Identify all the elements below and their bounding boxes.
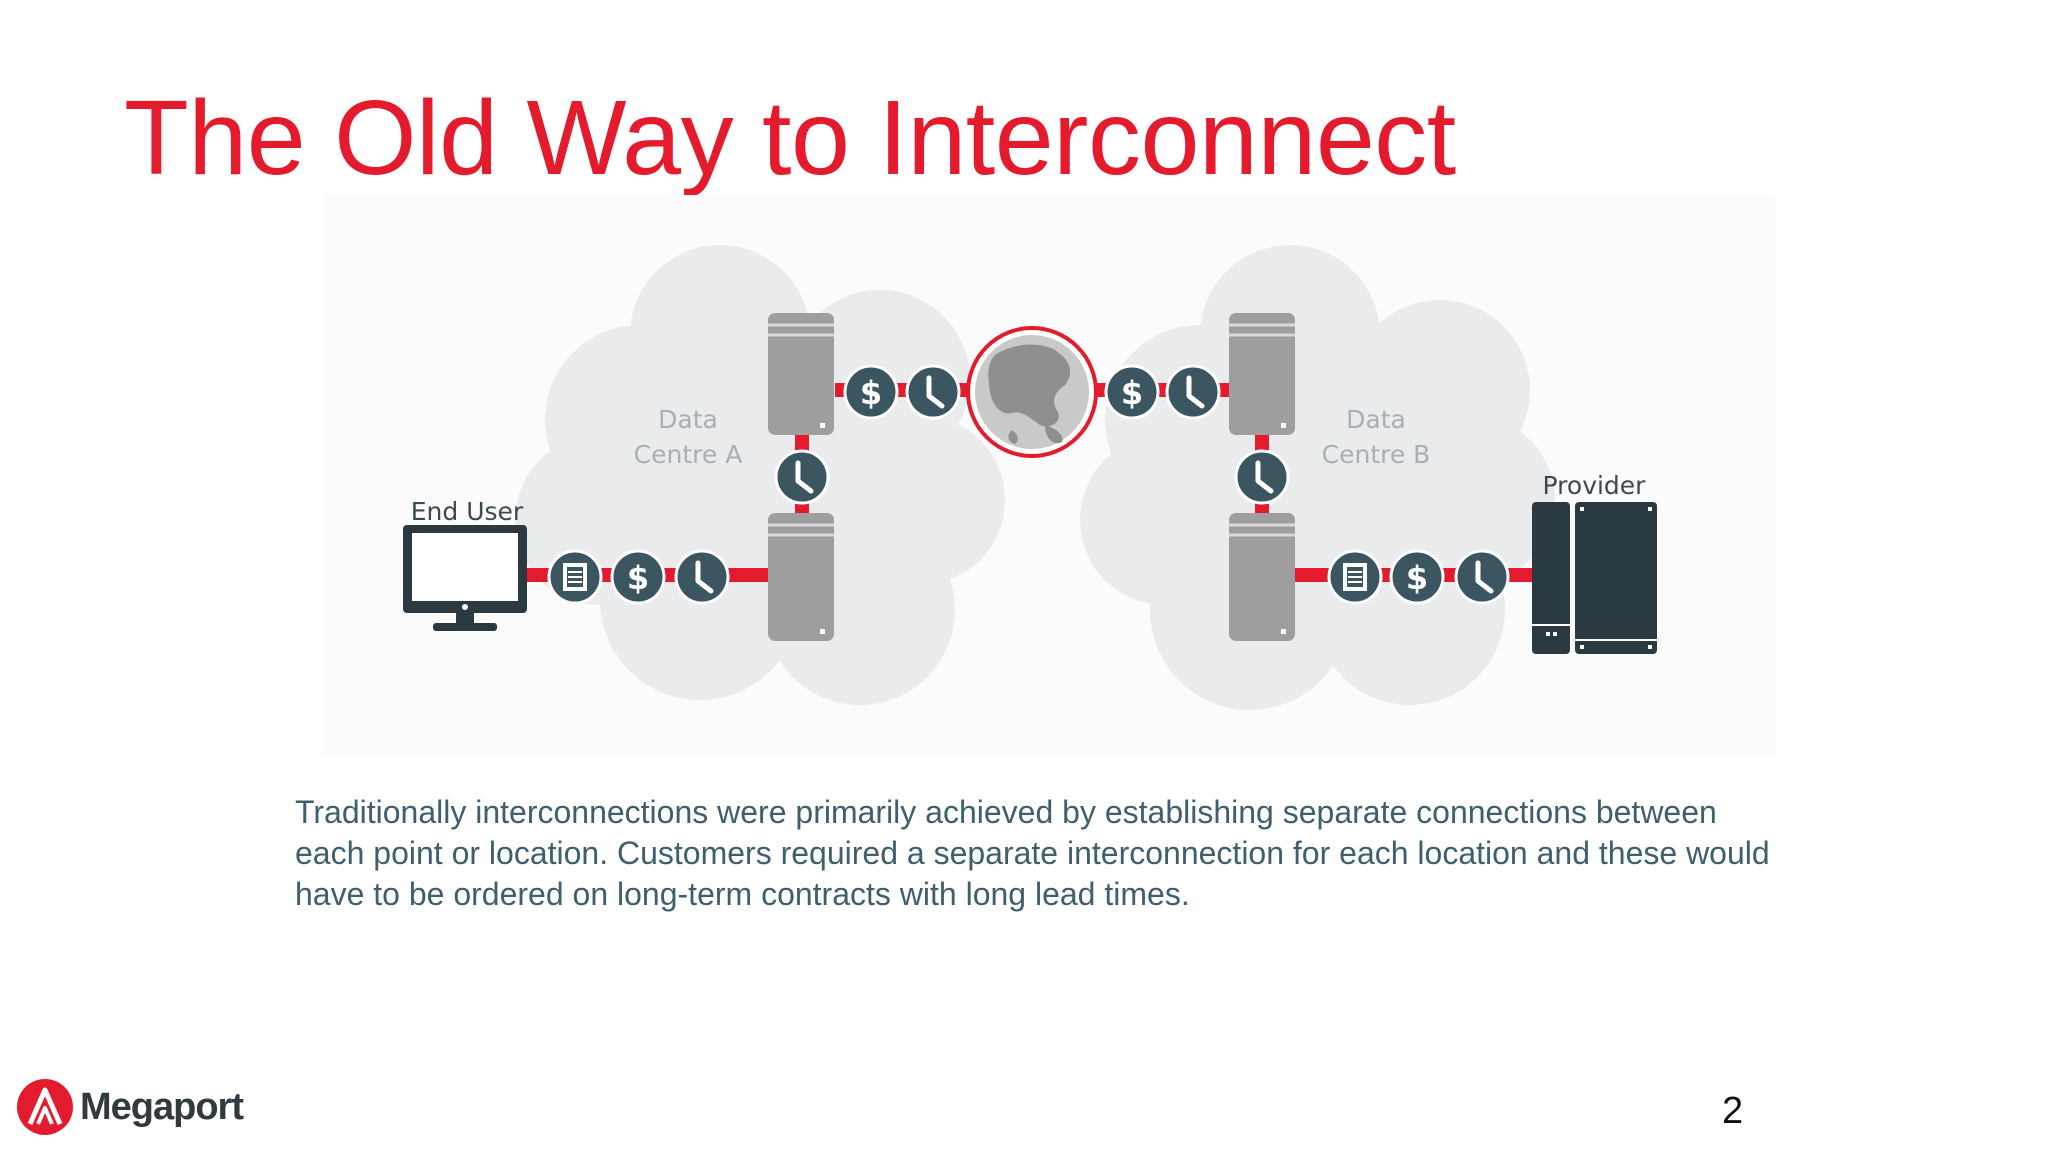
- slide-description: Traditionally interconnections were prim…: [295, 794, 1770, 912]
- server-dc-b-top-icon: [1229, 313, 1295, 435]
- clock-icon: [1165, 364, 1221, 420]
- provider-server-icon: [1532, 502, 1657, 654]
- data-centre-a-label-line2: Centre A: [634, 440, 743, 469]
- clock-icon: [674, 549, 730, 605]
- clock-icon: [1454, 549, 1510, 605]
- data-centre-b-label-line2: Centre B: [1322, 440, 1431, 469]
- slide-title: The Old Way to Interconnect: [124, 79, 1456, 197]
- svg-text:$: $: [1121, 374, 1143, 412]
- server-dc-b-bottom-icon: [1229, 513, 1295, 641]
- logo-wordmark: Megaport: [80, 1085, 244, 1128]
- monitor-icon: [403, 525, 527, 631]
- page-number: 2: [1722, 1090, 1744, 1132]
- provider-label: Provider: [1543, 471, 1647, 500]
- dollar-icon: $: [843, 364, 899, 420]
- document-icon: [1327, 549, 1383, 605]
- globe-icon: [966, 326, 1098, 458]
- svg-text:$: $: [1406, 559, 1428, 597]
- megaport-logo-icon: [17, 1079, 73, 1135]
- megaport-logo: Megaport: [16, 1078, 244, 1136]
- dollar-icon: $: [610, 549, 666, 605]
- dollar-icon: $: [1389, 549, 1445, 605]
- server-dc-a-top-icon: [768, 313, 834, 435]
- end-user-label: End User: [411, 497, 524, 526]
- data-centre-a-label-line1: Data: [658, 405, 718, 434]
- svg-text:$: $: [860, 374, 882, 412]
- dollar-icon: $: [1104, 364, 1160, 420]
- data-centre-b-label-line1: Data: [1346, 405, 1406, 434]
- svg-text:$: $: [627, 559, 649, 597]
- clock-icon: [774, 449, 830, 505]
- clock-icon: [1234, 449, 1290, 505]
- document-icon: [547, 549, 603, 605]
- server-dc-a-bottom-icon: [768, 513, 834, 641]
- clock-icon: [905, 364, 961, 420]
